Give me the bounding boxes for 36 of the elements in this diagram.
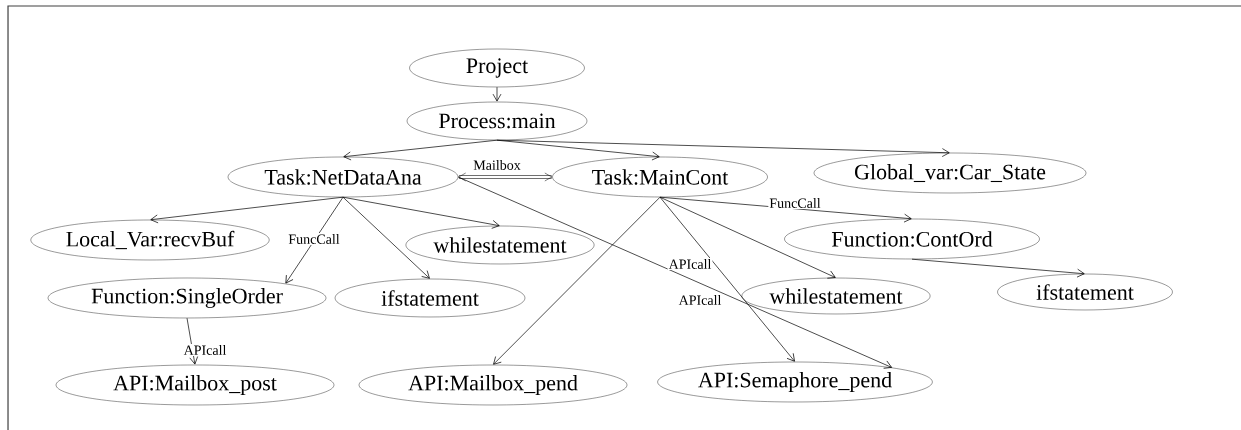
ellipse-node: Function:ContOrd (784, 218, 1040, 260)
ellipse-node: Global_var:Car_State (813, 152, 1087, 194)
arrow (285, 196, 344, 284)
edge-label: APIcall (667, 258, 713, 270)
ellipse-node: API:Mailbox_pend (358, 364, 628, 406)
ellipse-node: Function:SingleOrder (47, 277, 327, 319)
arrow (493, 196, 661, 365)
edge-label: APIcall (182, 344, 228, 356)
ellipse-node: API:Semaphore_pend (657, 361, 933, 403)
arrow (150, 196, 344, 224)
ellipse-node: Project (409, 48, 585, 88)
edge-label: Mailbox (472, 159, 522, 171)
ellipse-node: Process:main (406, 101, 588, 141)
edge-label: FuncCall (768, 197, 822, 209)
arrow (659, 196, 836, 279)
ellipse-node: whilestatement (405, 225, 595, 265)
arrow (659, 196, 795, 362)
edge-label: FuncCall (287, 233, 341, 245)
arrow (458, 172, 553, 182)
edge-label: APIcall (677, 294, 723, 306)
ellipse-node: API:Mailbox_post (55, 364, 335, 406)
arrow (659, 196, 912, 223)
ellipse-node: ifstatement (334, 278, 526, 318)
arrow (496, 139, 950, 157)
ellipse-node: Local_Var:recvBuf (30, 219, 270, 261)
ellipse-node: Task:NetDataAna (227, 156, 459, 198)
ellipse-node: ifstatement (997, 273, 1173, 311)
arrow (492, 86, 502, 102)
arrow (911, 258, 1085, 278)
arrow (343, 139, 498, 161)
arrow (457, 176, 892, 369)
arrow (186, 317, 198, 365)
ellipse-node: whilestatement (741, 277, 931, 315)
arrow (342, 196, 430, 279)
ellipse-node: Task:MainCont (552, 156, 768, 198)
arrow (342, 196, 500, 229)
